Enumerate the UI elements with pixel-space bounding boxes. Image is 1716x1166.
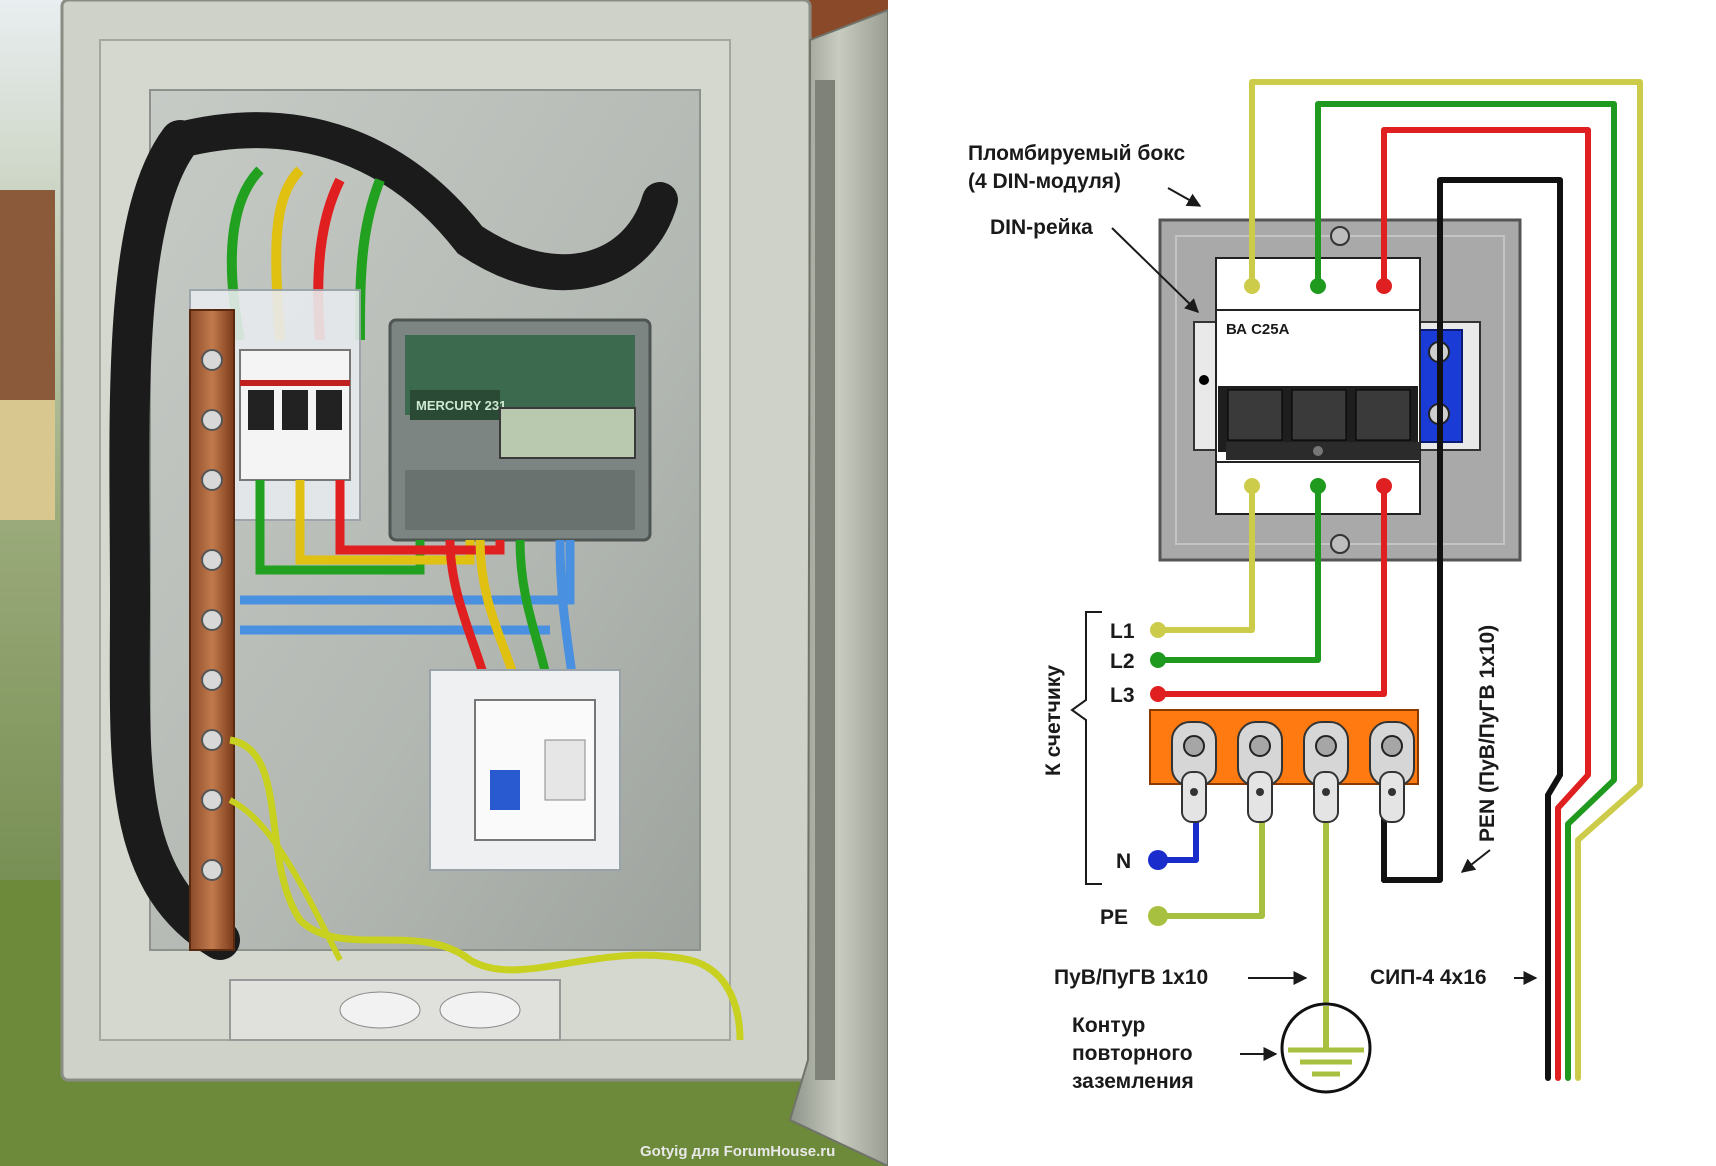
- busbar-terminal-2: [1237, 721, 1283, 823]
- busbar-terminal-3: [1303, 721, 1349, 823]
- box-screw-bottom-icon: [1330, 534, 1350, 554]
- wire-l1-to-meter: [1155, 483, 1255, 633]
- l3-label: L3: [1110, 684, 1135, 707]
- pe-label: PE: [1100, 906, 1128, 929]
- busbar: [1149, 709, 1419, 823]
- wire-l1-incoming: [1249, 79, 1643, 1081]
- enclosure-photo: MERCURY 231 Gotyig для ForumHouse.ru: [0, 0, 888, 1166]
- meter-group-bracket: [1070, 611, 1102, 885]
- breaker-lever-2[interactable]: [1291, 389, 1347, 441]
- ground-contour-line3: заземления: [1072, 1070, 1194, 1093]
- breaker-label: ВА С25А: [1226, 321, 1290, 338]
- meter-brand-label: MERCURY 231: [416, 398, 506, 413]
- breaker-terminals: [1244, 278, 1392, 494]
- din-rail-label: DIN-рейка: [990, 216, 1093, 239]
- ground-wire-label: ПуВ/ПуГВ 1x10: [1054, 966, 1208, 989]
- wire-l2-incoming: [1315, 101, 1617, 1081]
- ground-contour-line1: Контур: [1072, 1014, 1145, 1037]
- wire-pe: [1155, 787, 1265, 919]
- circuit-breaker: ВА С25А: [1215, 257, 1421, 515]
- meter-terminals: [1148, 622, 1168, 926]
- ground-contour-line2: повторного: [1072, 1042, 1193, 1065]
- box-screw-top-icon: [1330, 226, 1350, 246]
- pen-label: PEN (ПуВ/ПуГВ 1x10): [1476, 625, 1499, 842]
- photo-watermark: Gotyig для ForumHouse.ru: [640, 1143, 835, 1160]
- sip-label: СИП-4 4x16: [1370, 966, 1487, 989]
- wire-l3-incoming: [1381, 127, 1591, 1081]
- box-label-line2: (4 DIN-модуля): [968, 170, 1121, 193]
- wire-l2-to-meter: [1155, 483, 1321, 663]
- box-label-line1: Пломбируемый бокс: [968, 142, 1185, 165]
- l1-label: L1: [1110, 620, 1135, 643]
- ground-icon: [1280, 1002, 1372, 1094]
- wire-l3-to-meter: [1155, 483, 1387, 697]
- n-label: N: [1116, 850, 1131, 873]
- labels: Пломбируемый бокс (4 DIN-модуля) DIN-рей…: [968, 142, 1538, 1093]
- wire-pen-incoming: [1381, 177, 1563, 1081]
- breaker-lever-3[interactable]: [1355, 389, 1411, 441]
- meter-group-label: К счетчику: [1042, 665, 1065, 776]
- busbar-terminal-1: [1171, 721, 1217, 823]
- busbar-terminal-4: [1369, 721, 1415, 823]
- breaker-lever-1[interactable]: [1227, 389, 1283, 441]
- l2-label: L2: [1110, 650, 1135, 673]
